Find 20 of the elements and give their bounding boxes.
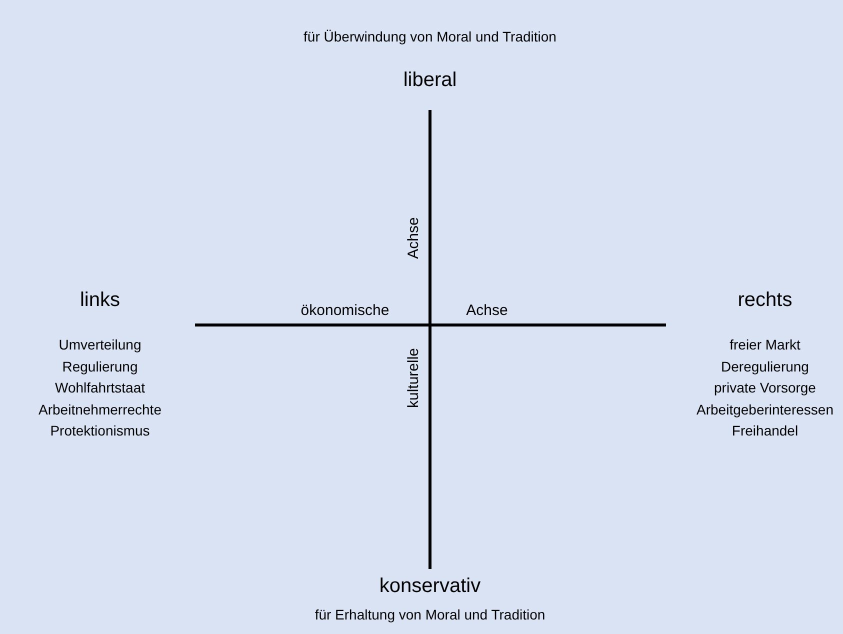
axis-label: kulturelle [405,348,423,408]
position-item: Protektionismus [50,422,150,440]
position-item: Deregulierung [721,358,809,375]
position-item: Wohlfahrtstaat [55,380,145,396]
pole-label: rechts [738,288,792,312]
position-item: freier Markt [730,336,800,354]
axis-label: Achse [466,302,508,320]
position-item: Arbeitnehmerrechte [38,401,162,418]
position-item: private Vorsorge [714,380,816,396]
pole-label: links [80,288,120,312]
axis-label: Achse [405,217,423,259]
pole-label: konservativ [379,574,481,598]
position-item: Umverteilung [58,336,142,354]
position-item: Regulierung [62,358,138,375]
pole-label: liberal [403,68,457,92]
axis-label: ökonomische [300,302,390,320]
note: für Erhaltung von Moral und Tradition [314,606,546,624]
note: für Überwindung von Moral und Tradition [304,28,556,46]
position-item: Freihandel [732,422,798,440]
position-item: Arbeitgeberinteressen [696,401,834,418]
